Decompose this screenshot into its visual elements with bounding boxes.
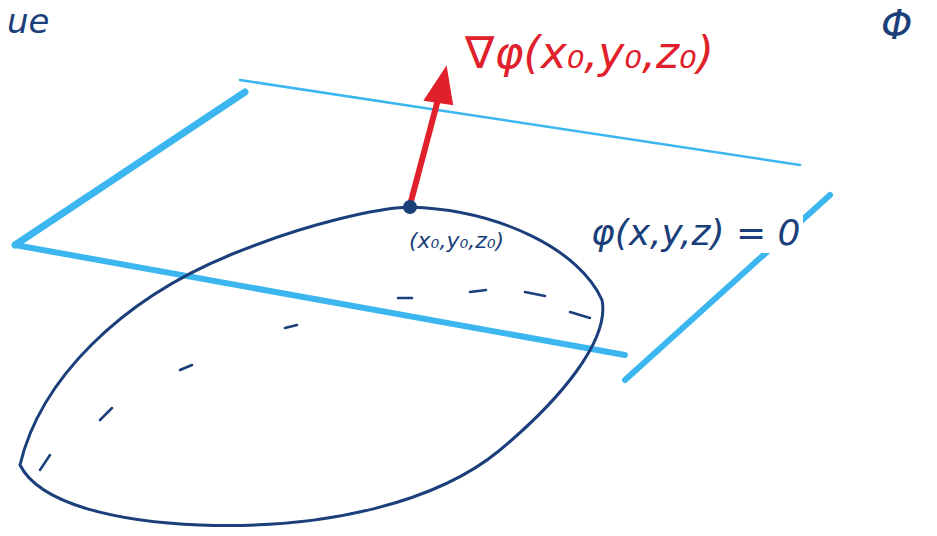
partial-word: ue: [4, 2, 52, 41]
level-surface: [20, 207, 603, 526]
point-label: (x₀,y₀,z₀): [406, 228, 507, 253]
surface-equation: φ(x,y,z) = 0: [588, 212, 803, 253]
function-symbol: Φ: [878, 2, 915, 48]
gradient-label: ∇φ(x₀,y₀,z₀): [462, 28, 717, 79]
tangent-point: [403, 200, 417, 214]
tangent-plane: [15, 80, 830, 380]
gradient-arrow: [410, 68, 452, 205]
